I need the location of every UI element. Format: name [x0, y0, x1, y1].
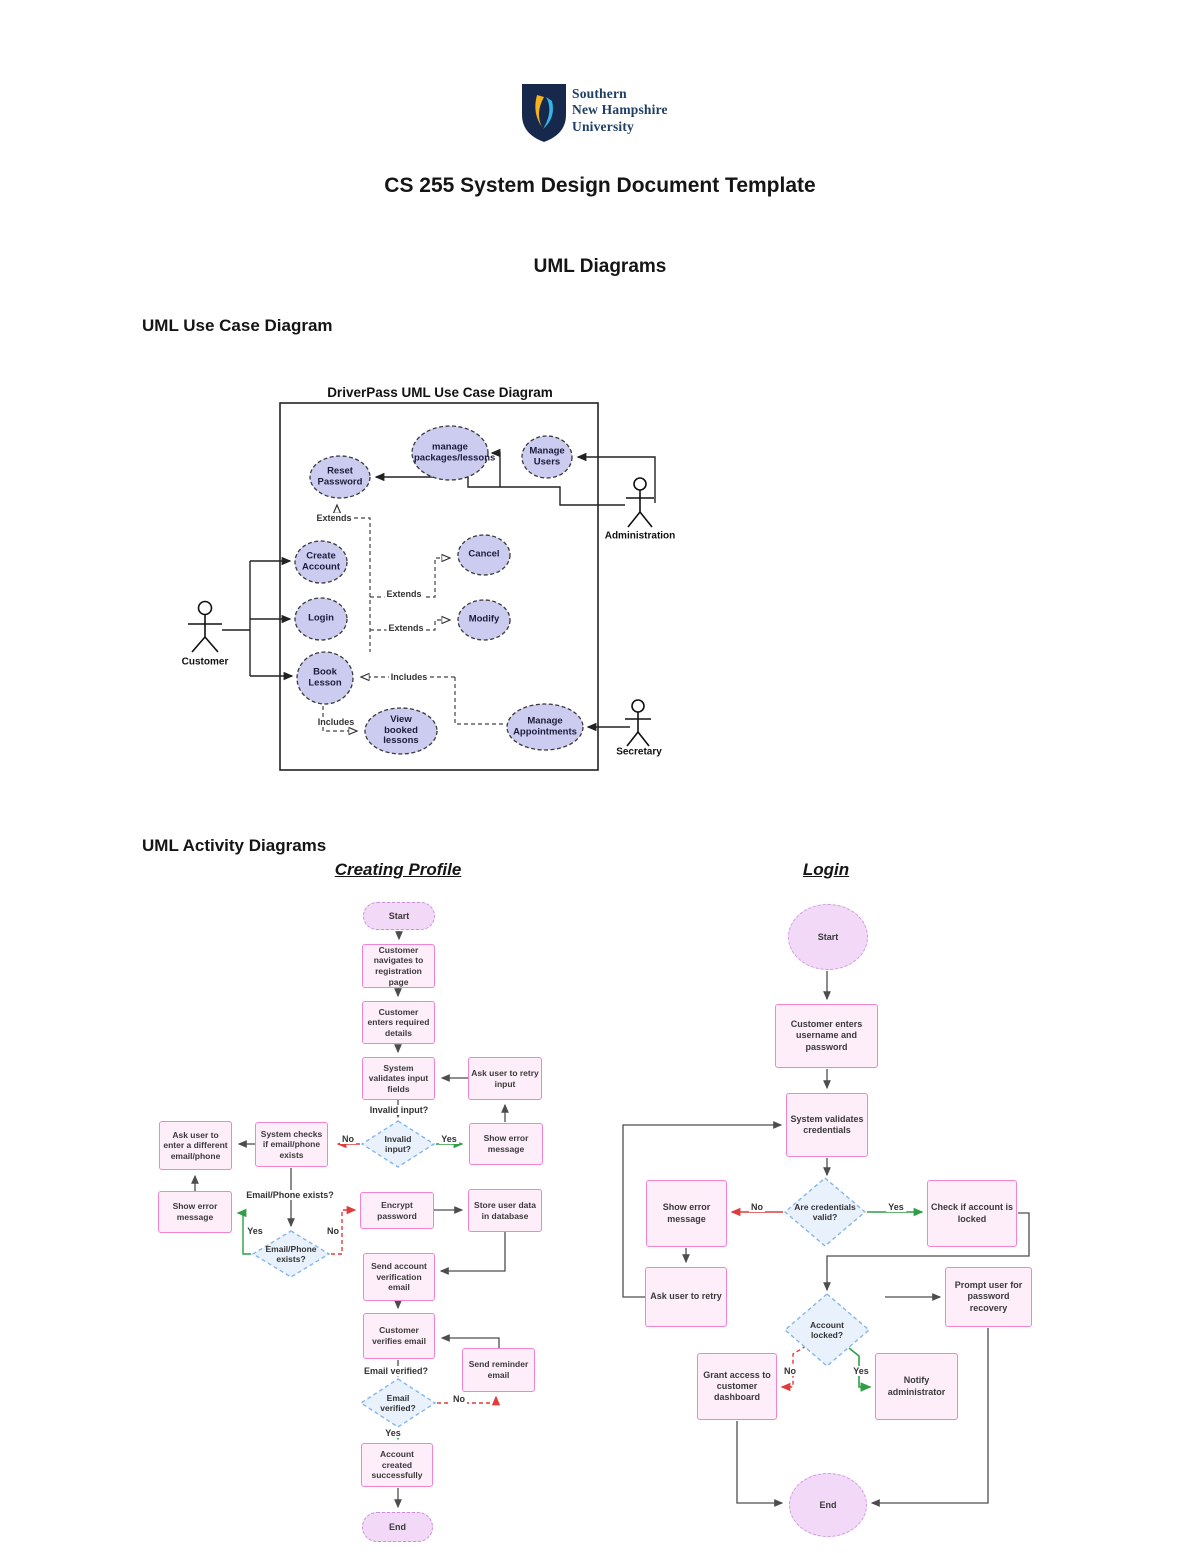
- cp-verify-email-box: Customer verifies email: [363, 1313, 435, 1359]
- cp-encrypt-box: Encrypt password: [360, 1192, 434, 1229]
- cp-check-exists-box: System checks if email/phone exists: [255, 1122, 328, 1167]
- cp-store-box: Store user data in database: [468, 1189, 542, 1232]
- cp-retry-input-box: Ask user to retry input: [468, 1057, 542, 1100]
- extends-modify-label: Extends: [386, 623, 426, 633]
- login-check-locked-box: Check if account is locked: [927, 1180, 1017, 1247]
- creating-profile-title: Creating Profile: [334, 860, 462, 879]
- cp-no3-label: No: [451, 1394, 467, 1404]
- cp-ask-different-box: Ask user to enter a different email/phon…: [159, 1121, 232, 1170]
- secretary-actor-icon: [625, 699, 651, 747]
- login-locked-diamond-label: Account locked?: [810, 1319, 844, 1340]
- cp-verified-diamond-label: Email verified?: [380, 1392, 416, 1413]
- login-validate-box: System validates credentials: [786, 1093, 868, 1157]
- cp-no1-label: No: [340, 1134, 356, 1144]
- cp-show-error-left-box: Show error message: [158, 1191, 232, 1233]
- administration-actor-icon: [626, 477, 654, 528]
- administration-actor-label: Administration: [604, 530, 676, 542]
- use-case-reset-password: Reset Password: [317, 465, 363, 487]
- login-notify-admin-box: Notify administrator: [875, 1353, 958, 1420]
- cp-yes3-label: Yes: [383, 1428, 403, 1438]
- login-prompt-recovery-box: Prompt user for password recovery: [945, 1267, 1032, 1327]
- use-case-login: Login: [308, 612, 334, 624]
- use-case-cancel: Cancel: [468, 548, 500, 560]
- cp-end-node: End: [362, 1512, 433, 1542]
- customer-actor-label: Customer: [181, 656, 229, 668]
- includes-book-label: Includes: [388, 672, 430, 682]
- cp-verified-q-label: Email verified?: [361, 1366, 431, 1376]
- login-valid-diamond-label: Are credentials valid?: [794, 1201, 856, 1222]
- login-ask-retry-box: Ask user to retry: [645, 1267, 727, 1327]
- cp-exists-q-label: Email/Phone exists?: [244, 1190, 336, 1200]
- login-end-node: End: [789, 1473, 867, 1537]
- use-case-manage-users: Manage Users: [529, 445, 565, 467]
- wordmark-line2: New Hampshire: [572, 102, 668, 118]
- use-case-create-account: Create Account: [302, 550, 340, 572]
- cp-invalid-q-label: Invalid input?: [367, 1105, 431, 1115]
- extends-reset-label: Extends: [314, 513, 354, 523]
- cp-show-error-top-box: Show error message: [469, 1123, 543, 1165]
- includes-view-label: Includes: [315, 717, 357, 727]
- cp-yes1-label: Yes: [439, 1134, 459, 1144]
- login-grant-access-box: Grant access to customer dashboard: [697, 1353, 777, 1420]
- use-case-manage-packages: manage packages/lessons: [414, 441, 496, 463]
- cp-yes2-label: Yes: [245, 1226, 265, 1236]
- cp-send-reminder-box: Send reminder email: [462, 1348, 535, 1392]
- cp-send-verification-box: Send account verification email: [363, 1253, 435, 1301]
- cp-no2-label: No: [325, 1226, 341, 1236]
- login-no1-label: No: [749, 1202, 765, 1212]
- university-wordmark: Southern New Hampshire University: [572, 86, 668, 135]
- login-no2-label: No: [782, 1366, 798, 1376]
- wordmark-line3: University: [572, 118, 634, 134]
- flame-yellow: [535, 95, 544, 127]
- login-title: Login: [802, 860, 850, 879]
- login-start-node: Start: [788, 904, 868, 970]
- use-case-manage-appointments: Manage Appointments: [513, 715, 577, 737]
- snhu-shield-logo: [522, 84, 566, 142]
- cp-start-node: Start: [363, 902, 435, 930]
- cp-navigate-box: Customer navigates to registration page: [362, 944, 435, 988]
- cp-exists-diamond-label: Email/Phone exists?: [265, 1243, 317, 1264]
- creating-profile-edges: [191, 931, 509, 1509]
- use-case-modify: Modify: [468, 613, 500, 625]
- shield-shape: [522, 84, 566, 142]
- login-enter-credentials-box: Customer enters username and password: [775, 1004, 878, 1068]
- cp-enter-details-box: Customer enters required details: [362, 1001, 435, 1044]
- document-title: CS 255 System Design Document Template: [384, 174, 816, 197]
- login-yes2-label: Yes: [851, 1366, 871, 1376]
- use-case-diagram-title: DriverPass UML Use Case Diagram: [327, 385, 553, 400]
- wordmark-line1: Southern: [572, 86, 627, 101]
- extends-cancel-label: Extends: [384, 589, 424, 599]
- use-case-associations: [222, 448, 656, 732]
- cp-invalid-diamond-label: Invalid input?: [384, 1133, 412, 1154]
- cp-created-box: Account created successfully: [361, 1443, 433, 1487]
- document-subtitle: UML Diagrams: [533, 256, 667, 277]
- secretary-actor-label: Secretary: [616, 746, 662, 758]
- use-case-heading: UML Use Case Diagram: [142, 316, 333, 335]
- customer-actor-icon: [188, 600, 222, 653]
- use-case-view-booked: View booked lessons: [383, 714, 419, 747]
- cp-validate-box: System validates input fields: [362, 1057, 435, 1100]
- login-show-error-box: Show error message: [646, 1180, 727, 1247]
- activity-heading: UML Activity Diagrams: [142, 836, 327, 855]
- use-case-book-lesson: Book Lesson: [308, 666, 342, 688]
- flame-blue: [543, 97, 553, 129]
- login-yes1-label: Yes: [886, 1202, 906, 1212]
